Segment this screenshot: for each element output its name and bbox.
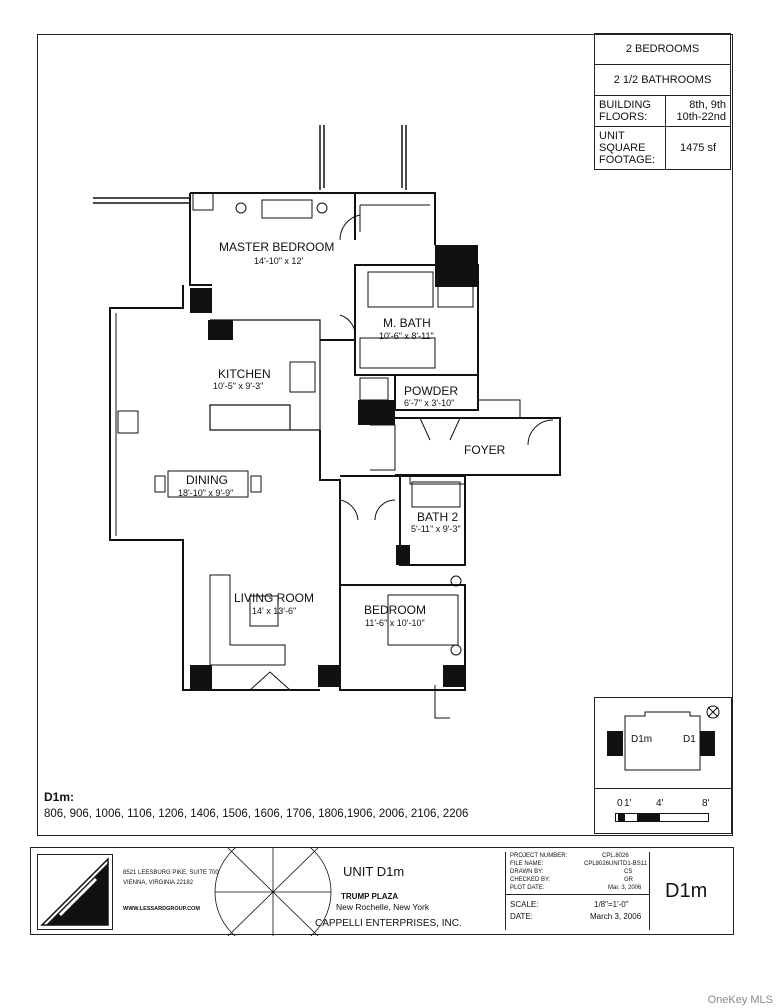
kitchen-label: KITCHEN <box>218 367 271 381</box>
foyer-label: FOYER <box>464 443 506 457</box>
units-title: D1m: <box>44 790 75 804</box>
meta-label-4: PLOT DATE: <box>510 885 545 891</box>
kitchen-dim: 10'-5" x 9'-3" <box>213 381 264 391</box>
units-list: 806, 906, 1006, 1106, 1206, 1406, 1506, … <box>44 808 469 820</box>
meta-value-2: CS <box>624 869 633 875</box>
meta-label-3: CHECKED BY: <box>510 877 551 883</box>
master-bedroom-dim: 14'-10" x 12' <box>254 256 304 266</box>
key-plan-drawing <box>607 705 720 771</box>
project-location: New Rochelle, New York <box>336 902 430 912</box>
watermark: OneKey MLS <box>707 994 773 1006</box>
title-block: 8521 LEESBURG PIKE, SUITE 700 VIENNA, VI… <box>30 847 734 936</box>
sheet-id: D1m <box>665 880 708 902</box>
website: WWW.LESSARDGROUP.COM <box>123 906 200 912</box>
bedroom-dim: 11'-6" x 10'-10" <box>365 618 425 628</box>
unit-sqft-value: 1475 sf <box>665 126 731 170</box>
scale-label-4: 4' <box>656 798 664 809</box>
bathrooms-cell: 2 1/2 BATHROOMS <box>594 64 731 96</box>
master-bedroom-label: MASTER BEDROOM <box>219 240 335 254</box>
powder-label: POWDER <box>404 384 458 398</box>
meta-value-4: Mar. 3, 2006 <box>608 885 642 891</box>
powder-dim: 6'-7" x 3'-10" <box>404 398 455 408</box>
m-bath-dim: 10'-6" x 8'-11" <box>379 331 434 341</box>
client-name: CAPPELLI ENTERPRISES, INC. <box>315 918 462 929</box>
bedroom-label: BEDROOM <box>364 603 427 617</box>
key-plan-right-label: D1 <box>683 734 696 745</box>
scale-label-0: 0 <box>617 798 623 809</box>
living-room-dim: 14' x 13'-6" <box>252 606 297 616</box>
dining-dim: 18'-10" x 9'-9" <box>178 488 234 498</box>
date-label: DATE: <box>510 912 533 921</box>
scale-label-1: 1' <box>624 798 632 809</box>
m-bath-label: M. BATH <box>383 316 431 330</box>
key-plan-left-label: D1m <box>631 734 653 745</box>
scale-bar: 0 1' 4' 8' <box>594 789 732 834</box>
living-room-label: LIVING ROOM <box>234 591 315 605</box>
unit-title: UNIT D1m <box>343 864 405 879</box>
drawing-frame <box>37 34 733 836</box>
meta-label-0: PROJECT NUMBER: <box>510 853 568 859</box>
scale-value: 1/8"=1'-0" <box>594 900 629 909</box>
date-value: March 3, 2006 <box>590 912 642 921</box>
address-line-2: VIENNA, VIRGINIA 22182 <box>123 880 194 886</box>
north-arrow-icon <box>706 705 720 719</box>
meta-label-1: FILE NAME: <box>510 861 544 867</box>
bath2-label: BATH 2 <box>417 510 459 524</box>
scale-label-8: 8' <box>702 798 710 809</box>
address-line-1: 8521 LEESBURG PIKE, SUITE 700 <box>123 870 219 876</box>
architect-logo <box>37 854 113 930</box>
scale-label: SCALE: <box>510 900 539 909</box>
project-name: TRUMP PLAZA <box>341 892 399 901</box>
meta-value-0: CPL.8026 <box>602 853 629 859</box>
bath2-dim: 5'-11" x 9'-3" <box>411 524 461 534</box>
dining-label: DINING <box>186 473 228 487</box>
meta-value-3: GR <box>624 877 633 883</box>
unit-sqft-label: UNIT SQUARE FOOTAGE: <box>594 126 666 170</box>
scale-bar-graphic <box>615 813 709 822</box>
key-plan: D1m D1 <box>594 697 732 789</box>
meta-table: PROJECT NUMBER: CPL.8026 FILE NAME: CPL8… <box>505 852 650 930</box>
compass-graphic <box>214 848 332 936</box>
unit-info-table: 2 BEDROOMS 2 1/2 BATHROOMS BUILDING FLOO… <box>594 33 731 170</box>
meta-value-1: CPL8026UNITD1-BS11 <box>584 861 647 867</box>
meta-label-2: DRAWN BY: <box>510 869 544 875</box>
